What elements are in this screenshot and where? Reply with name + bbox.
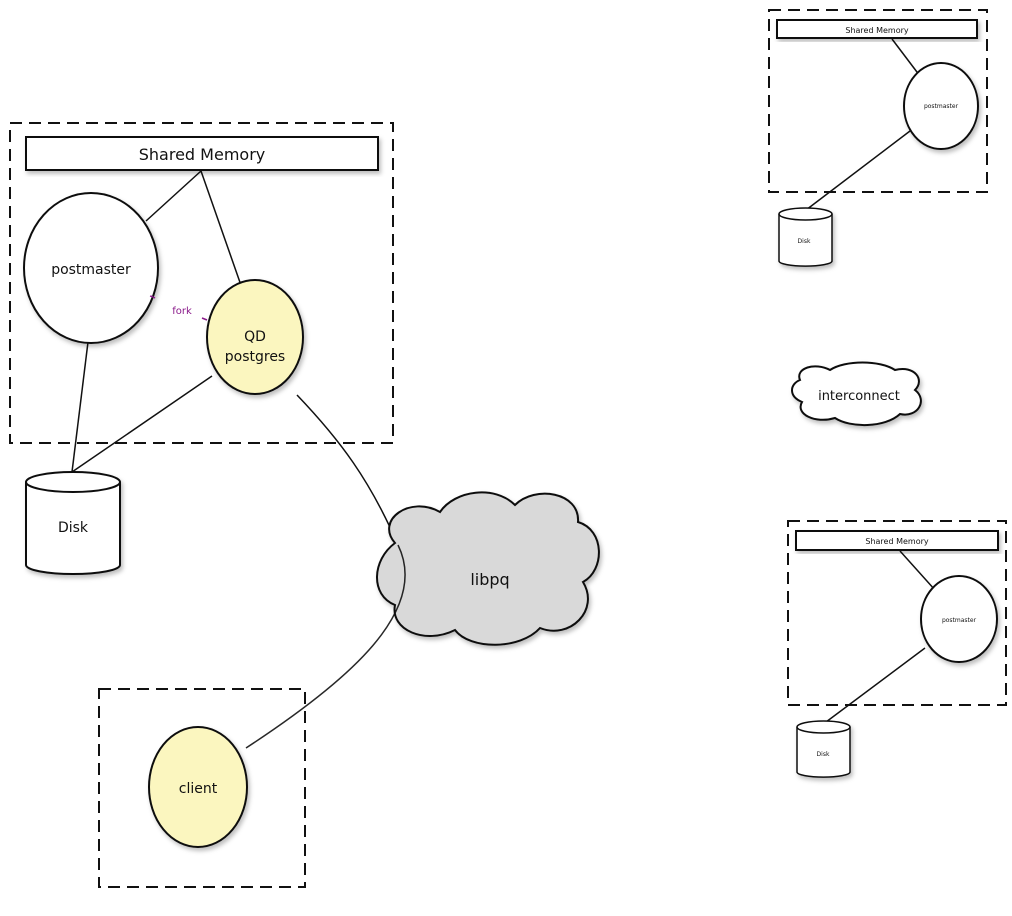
master-postmaster-node xyxy=(23,192,159,344)
client-host-boundary xyxy=(98,688,306,888)
segment-bottom-postmaster-label: postmaster xyxy=(942,617,977,624)
master-disk-label: Disk xyxy=(58,520,89,536)
segment-bottom-boundary xyxy=(787,520,1007,706)
segment-bottom-disk-body xyxy=(796,727,851,778)
master-shared-memory-box xyxy=(25,136,379,171)
segment-bottom-postmaster-to-shared-memory-edge xyxy=(899,550,936,591)
master-host: Shared Memory postmaster fork QD postgre… xyxy=(9,122,394,473)
segment-bottom-shared-memory-box xyxy=(795,530,999,551)
master-host-boundary xyxy=(9,122,394,444)
segment-top-shared-memory-label: Shared Memory xyxy=(845,26,909,35)
master-postmaster-label: postmaster xyxy=(51,262,131,278)
master-qd-to-shared-memory-edge xyxy=(200,170,244,292)
qd-to-libpq-edge xyxy=(296,394,399,546)
master-disk-top xyxy=(25,471,121,493)
master-qd-label: QD xyxy=(244,329,266,345)
master-qd-to-disk-edge xyxy=(71,375,213,473)
master-shared-memory-label: Shared Memory xyxy=(139,145,265,164)
segment-bottom-disk-label: Disk xyxy=(817,751,830,758)
segment-top-disk xyxy=(778,207,833,267)
segment-bottom-postmaster-node xyxy=(920,575,998,663)
libpq-to-client-edge xyxy=(245,544,406,749)
fork-label: fork xyxy=(172,306,192,317)
interconnect-cloud xyxy=(791,361,922,427)
interconnect-cloud-shape xyxy=(791,361,922,427)
segment-top-postmaster-node xyxy=(903,62,979,150)
master-disk-body xyxy=(25,482,121,575)
segment-bottom-postmaster-to-disk-edge xyxy=(821,647,926,726)
master-disk xyxy=(25,471,121,575)
segment-bottom-disk-top xyxy=(796,720,851,734)
segment-top-postmaster-to-disk-edge xyxy=(805,130,911,211)
segment-bottom-host: Shared Memory postmaster xyxy=(787,520,1007,726)
segment-top-disk-label: Disk xyxy=(798,238,811,245)
client-node xyxy=(148,726,248,848)
client-host: client xyxy=(98,688,306,888)
segment-top-postmaster-label: postmaster xyxy=(924,103,959,110)
segment-top-shared-memory-box xyxy=(776,19,978,39)
segment-bottom-shared-memory-label: Shared Memory xyxy=(865,537,929,546)
segment-top-disk-top xyxy=(778,207,833,221)
libpq-label: libpq xyxy=(470,570,509,589)
master-qd-postgres-node xyxy=(206,279,304,395)
master-postgres-label: postgres xyxy=(225,349,285,365)
libpq-cloud-shape xyxy=(376,491,600,646)
interconnect-label: interconnect xyxy=(818,389,900,404)
segment-top-boundary xyxy=(768,9,988,193)
segment-bottom-disk xyxy=(796,720,851,778)
segment-top-host: Shared Memory postmaster xyxy=(768,9,988,211)
segment-top-disk-body xyxy=(778,214,833,267)
libpq-cloud xyxy=(376,491,600,646)
master-postmaster-to-disk-edge xyxy=(71,341,89,473)
fork-arrow-head xyxy=(201,317,208,321)
fork-arrow-tail xyxy=(150,295,156,299)
master-postmaster-to-shared-memory-edge xyxy=(145,170,202,222)
client-label: client xyxy=(179,781,218,797)
